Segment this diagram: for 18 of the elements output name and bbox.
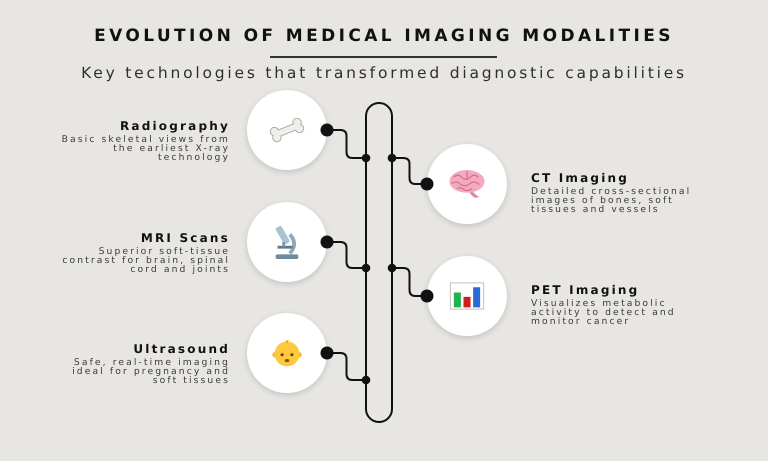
item-heading: Radiography (120, 119, 230, 133)
connector-line (388, 154, 434, 190)
item-description: Superior soft-tissue contrast for brain, spinal cord and joints (61, 247, 230, 274)
title: EVOLUTION OF MEDICAL IMAGING MODALITIES (94, 26, 674, 46)
connector-line (388, 264, 434, 302)
connector-line (320, 124, 370, 162)
connector-line (320, 346, 370, 384)
item-description: Detailed cross-sectional images of bones, soft tissues and vessels (531, 187, 692, 214)
item-description: Visualizes metabolic activity to detect and monitor cancer (531, 299, 677, 326)
item-description: Safe, real-time imaging ideal for pregnancy and soft tissues (71, 358, 230, 385)
item-heading: PET Imaging (531, 283, 640, 297)
item-heading: CT Imaging (531, 171, 630, 185)
connector-line (320, 236, 370, 272)
timeline-track (365, 102, 393, 423)
item-description: Basic skeletal views from the earliest X-ray technology (60, 135, 230, 162)
subtitle: Key technologies that transformed diagnostic capabilities (81, 63, 687, 83)
item-heading: MRI Scans (140, 231, 230, 245)
item-heading: Ultrasound (133, 342, 230, 356)
